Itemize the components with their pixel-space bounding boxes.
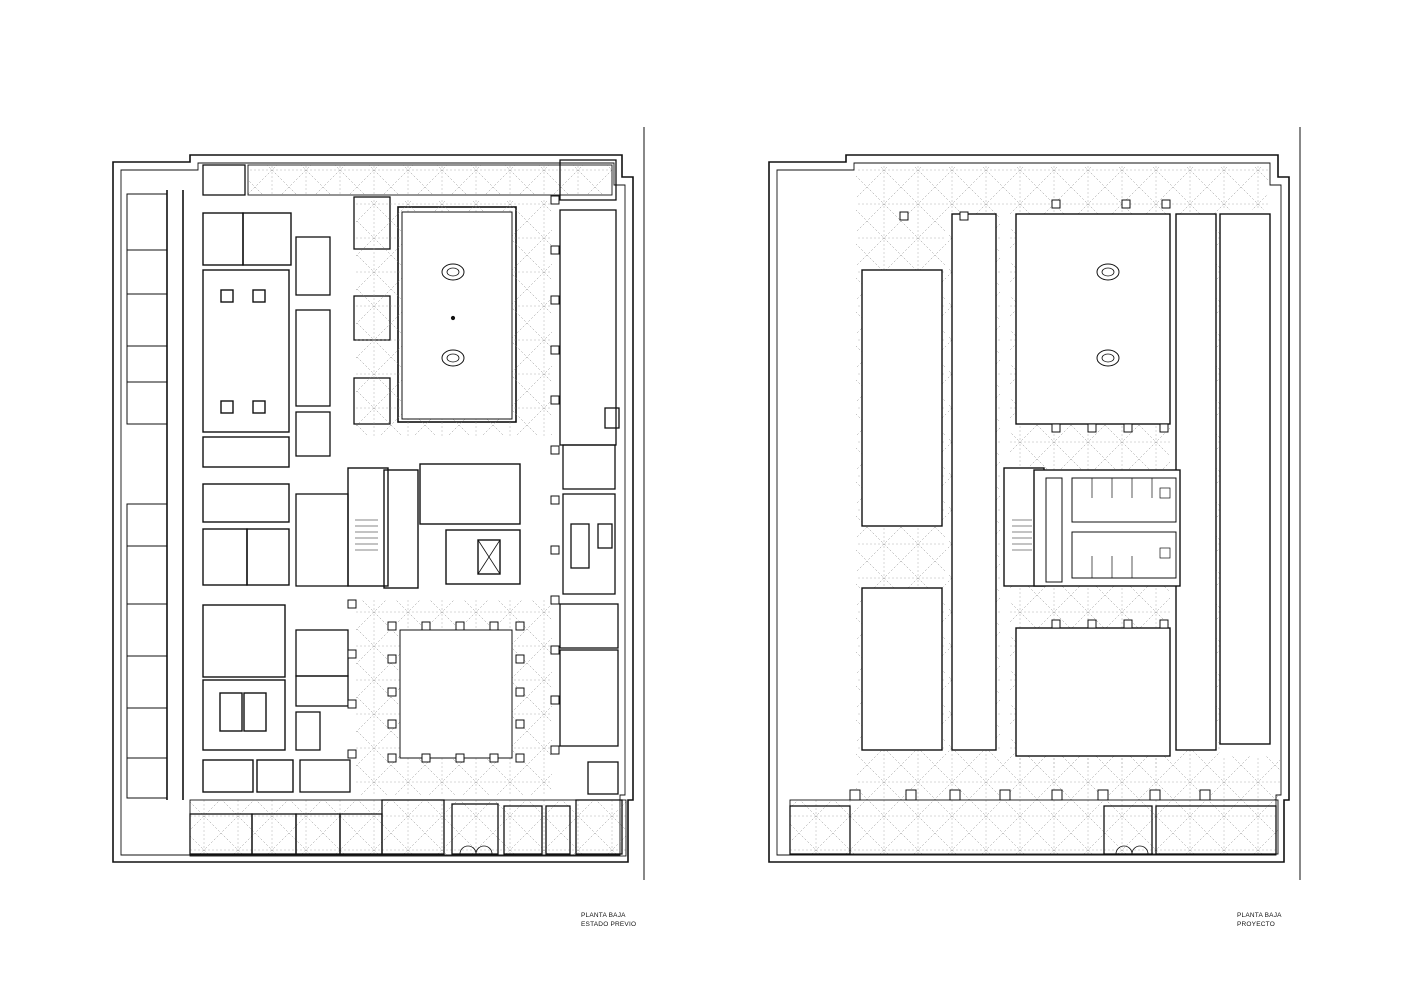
central-core (347, 463, 521, 589)
south-courtyard (356, 600, 552, 796)
piers-existing (347, 195, 560, 759)
project-courtyard-ovals (1096, 263, 1120, 367)
south-gallery (189, 799, 627, 857)
outer-wall (768, 154, 1290, 863)
outer-wall (112, 154, 634, 863)
new-toilet-core (1003, 467, 1181, 587)
plan-existing (112, 127, 645, 880)
plan-caption-existing: PLANTA BAJA ESTADO PREVIO (581, 911, 636, 929)
project-south-rooms (789, 805, 1277, 855)
project-halls (861, 213, 1271, 757)
east-rooms (559, 209, 620, 795)
west-row-rooms (126, 190, 184, 800)
piers-project (849, 199, 1211, 801)
north-courtyard (356, 200, 552, 436)
west-block (202, 212, 294, 793)
north-gallery (202, 159, 617, 201)
caption-line-2: PROYECTO (1237, 921, 1275, 928)
caption-line-2: ESTADO PREVIO (581, 921, 637, 928)
caption-line-1: PLANTA BAJA (581, 912, 626, 919)
outer-wall-inner (776, 162, 1282, 856)
plan-project (768, 127, 1301, 880)
plan-caption-project: PLANTA BAJA PROYECTO (1237, 911, 1282, 929)
caption-line-1: PLANTA BAJA (1237, 912, 1282, 919)
